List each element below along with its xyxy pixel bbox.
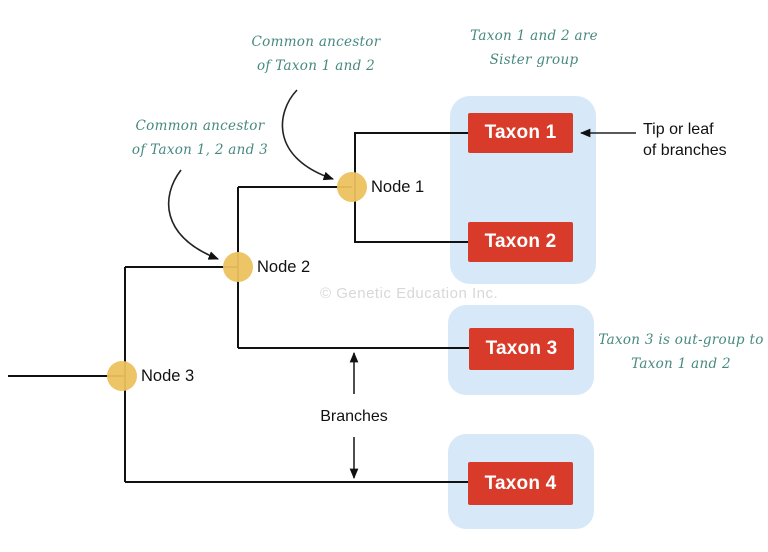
annotation-outgroup: Taxon 3 is out-group to Taxon 1 and 2 <box>591 328 768 376</box>
taxon4-label: Taxon 4 <box>484 472 557 494</box>
node1-label: Node 1 <box>371 178 425 196</box>
annotation-line: Common ancestor <box>251 34 381 50</box>
annotation-line: Taxon 3 is out-group to <box>598 332 764 348</box>
annotation-line: Taxon 1 and 2 <box>631 356 731 372</box>
taxon1-box: Taxon 1 <box>468 113 573 153</box>
annotation-line: Sister group <box>489 52 579 68</box>
node3-label: Node 3 <box>141 367 195 385</box>
node2-label: Node 2 <box>257 258 311 276</box>
annotation-line: Taxon 1 and 2 are <box>470 28 598 44</box>
taxon3-box: Taxon 3 <box>469 328 574 370</box>
node1-circle <box>337 172 367 202</box>
taxon4-box: Taxon 4 <box>468 462 573 505</box>
node3-circle <box>107 361 137 391</box>
annotation-tip-or-leaf: Tip or leaf of branches <box>643 119 727 161</box>
annotation-line: of Taxon 1 and 2 <box>256 58 376 74</box>
annotation-common-ancestor-1-2: Common ancestor of Taxon 1 and 2 <box>236 30 396 78</box>
watermark-text: © Genetic Education Inc. <box>320 285 499 302</box>
curved-arrow-to-node2-icon <box>167 169 219 260</box>
taxon2-label: Taxon 2 <box>484 231 557 252</box>
annotation-common-ancestor-1-2-3: Common ancestor of Taxon 1, 2 and 3 <box>110 114 290 162</box>
annotation-line: Tip or leaf <box>643 121 714 138</box>
taxon1-label: Taxon 1 <box>484 122 557 143</box>
annotation-sister-group: Taxon 1 and 2 are Sister group <box>454 24 614 72</box>
annotation-line: of Taxon 1, 2 and 3 <box>131 142 269 158</box>
taxon2-box: Taxon 2 <box>468 222 573 262</box>
curved-arrow-to-node1-icon <box>281 89 334 181</box>
annotation-line: Common ancestor <box>135 118 265 134</box>
taxon3-label: Taxon 3 <box>485 338 558 359</box>
annotation-branches: Branches <box>320 408 388 425</box>
node2-circle <box>223 252 253 282</box>
annotation-line: of branches <box>643 142 727 159</box>
